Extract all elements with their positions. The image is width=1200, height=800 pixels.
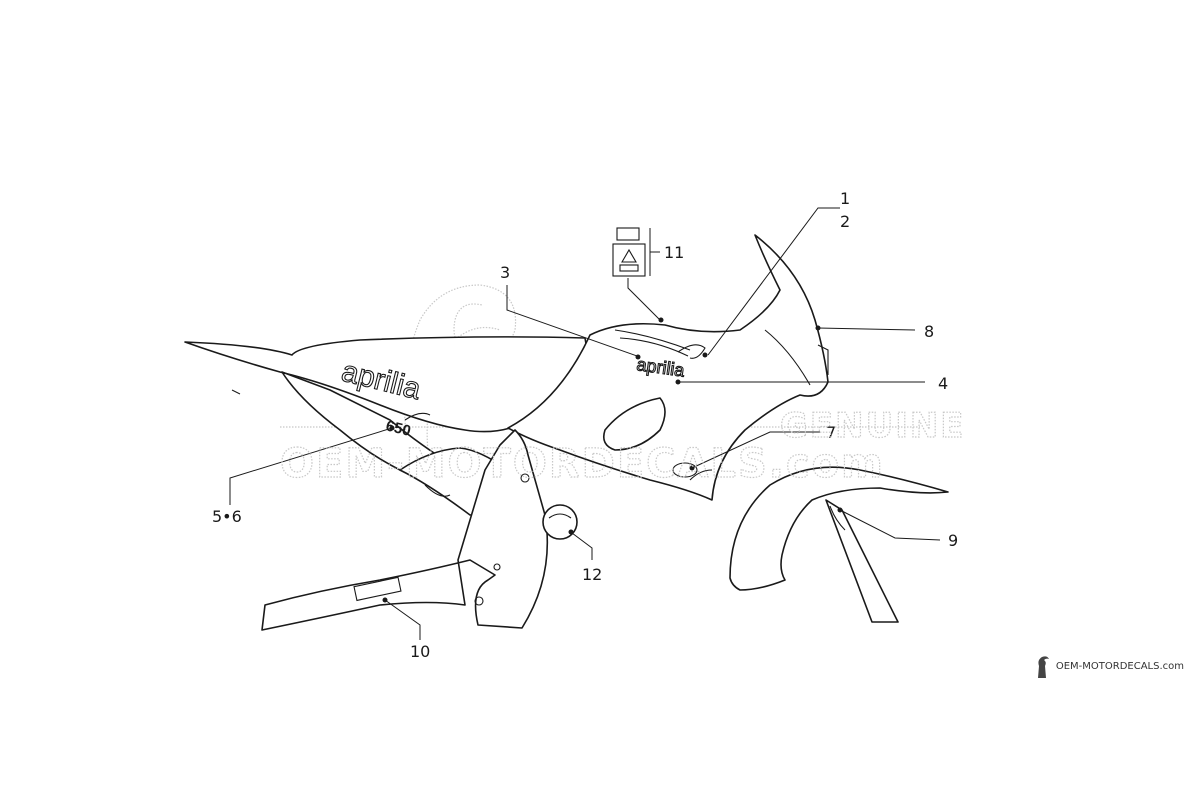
callout-4: 4 (938, 374, 948, 393)
frame-label-decal (353, 576, 402, 602)
site-logo: OEM-MOTORDECALS.com (1034, 652, 1184, 680)
site-logo-text: OEM-MOTORDECALS.com (1055, 660, 1184, 672)
callout-10: 10 (410, 642, 430, 661)
callout-12: 12 (582, 565, 602, 584)
callout-2: 2 (840, 212, 850, 231)
callout-1: 1 (840, 189, 850, 208)
sticker-sheet-11 (612, 227, 651, 277)
front-fender-panel (729, 466, 949, 623)
callout-8: 8 (924, 322, 934, 341)
tank-round-emblem (672, 462, 698, 478)
leader-lines (229, 207, 941, 640)
watermark-line-2: OEM-MOTORDECALS.com (280, 441, 885, 487)
frame-panel (261, 429, 578, 631)
tank-fairing-panel: aprilia (507, 234, 829, 501)
pegasus-logo-icon (1037, 656, 1049, 678)
watermark-line-1: GENUINE (780, 406, 966, 446)
callout-5-6: 5•6 (212, 507, 242, 526)
seat-model-decal: 650 (384, 417, 412, 440)
callout-3: 3 (500, 263, 510, 282)
callout-9: 9 (948, 531, 958, 550)
callout-7: 7 (826, 423, 836, 442)
tank-wing-graphic (614, 329, 706, 359)
callout-11: 11 (664, 243, 684, 262)
callout-labels: 1 2 3 4 5•6 7 8 9 10 11 12 (212, 189, 958, 661)
round-decal-12 (542, 504, 578, 540)
watermark-text: GENUINE OEM-MOTORDECALS.com (279, 405, 966, 487)
